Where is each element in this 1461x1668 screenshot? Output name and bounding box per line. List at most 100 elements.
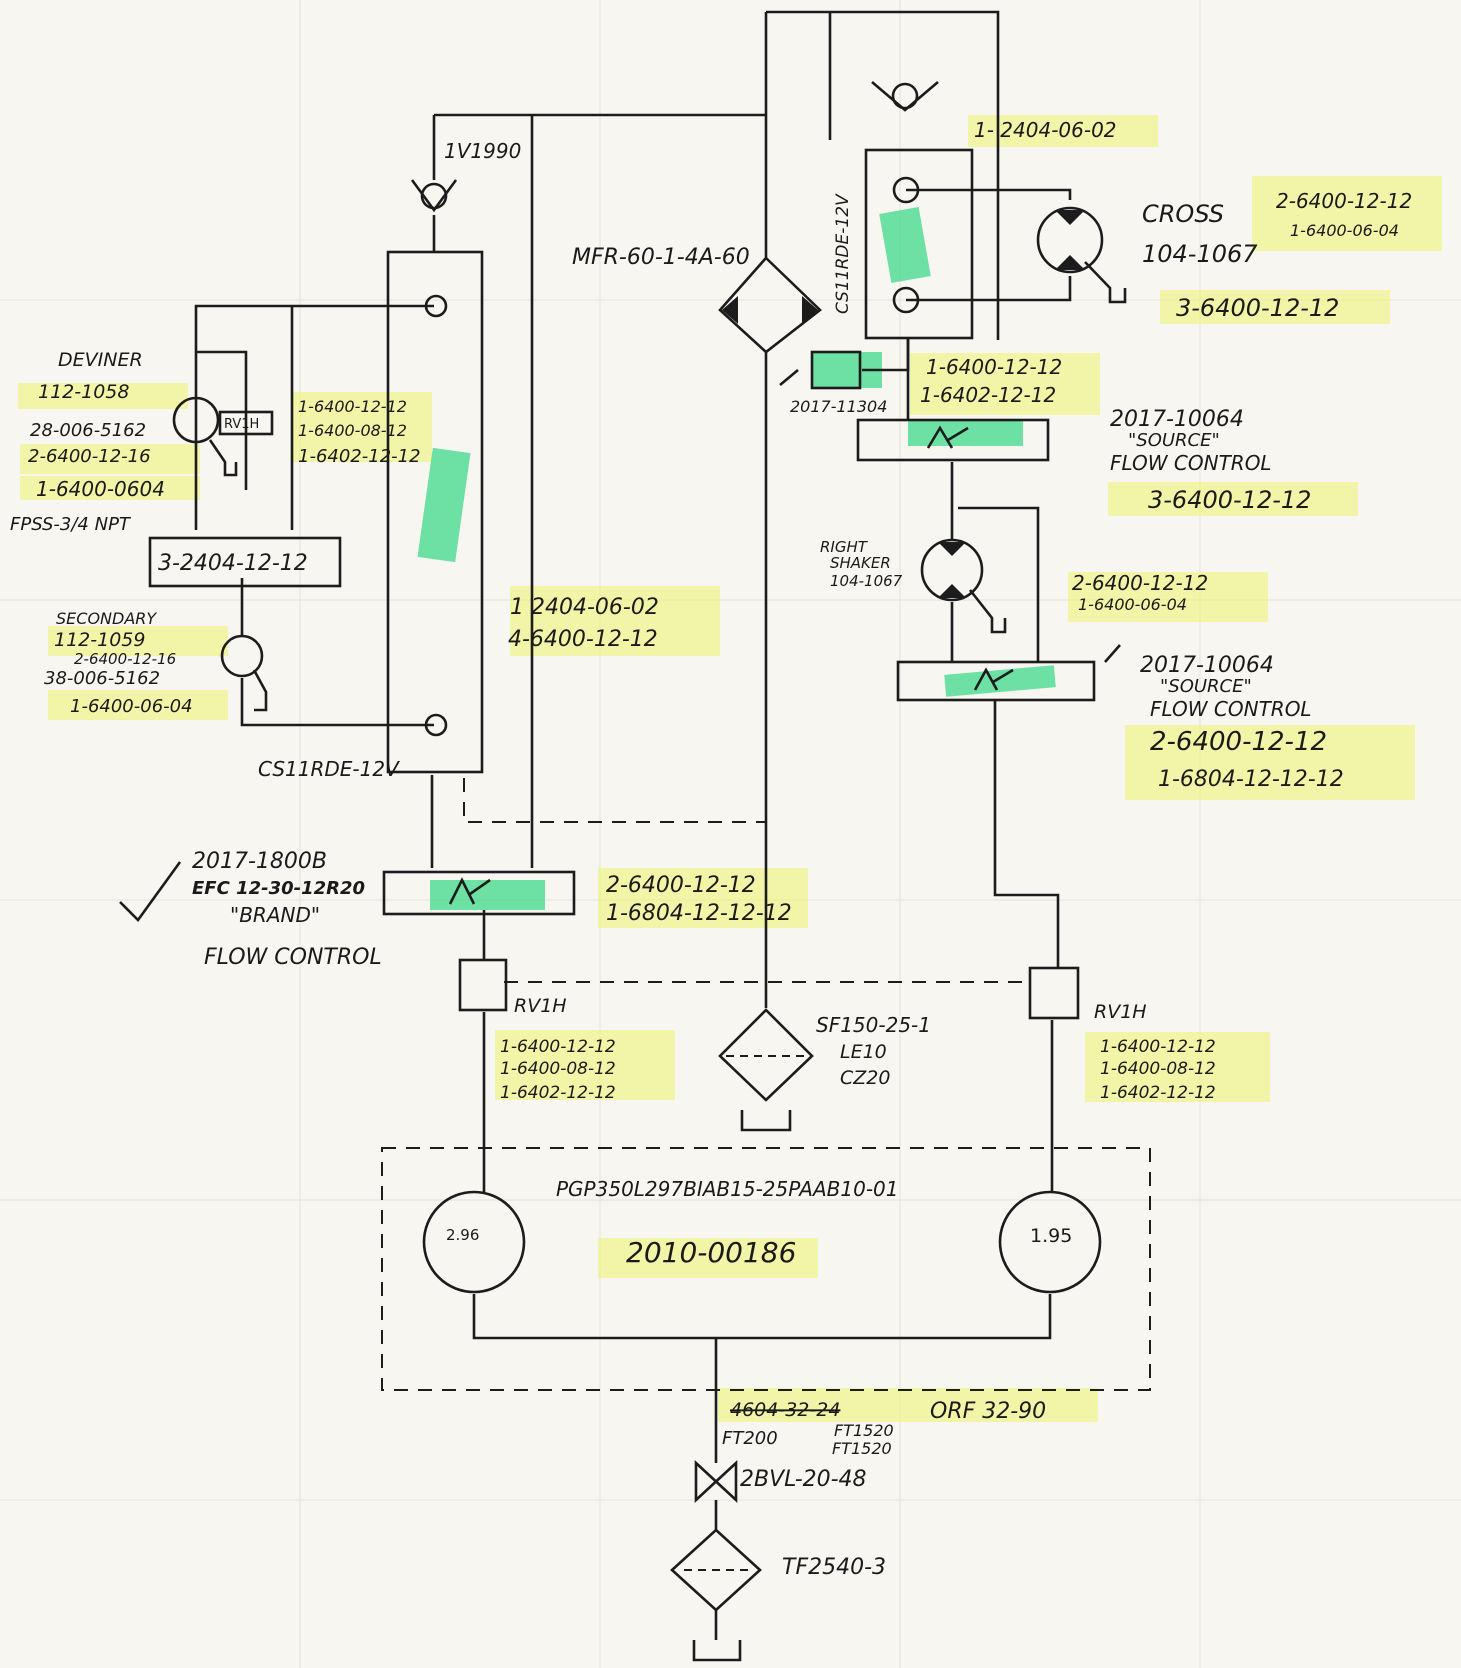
csi-top-label: CS11RDE-12V (833, 193, 853, 314)
rshaker-fit1: 2-6400-12-12 (1072, 571, 1208, 595)
cross-fit2: 1-6400-06-04 (1290, 221, 1399, 240)
check-valve-left-icon (410, 179, 458, 213)
fit-top-label: 1- 2404-06-02 (974, 118, 1117, 142)
rv1h-right-box (1028, 966, 1080, 1020)
manifold-block-3-2404 (148, 536, 342, 588)
rv1h-left-fit2: 1-6400-08-12 (500, 1059, 616, 1079)
pipe-lines (194, 10, 1072, 1640)
deviner-label: DEVINER (58, 349, 143, 371)
rv1h-right-fit2: 1-6400-08-12 (1100, 1059, 1216, 1079)
secondary-fit3: 1-6400-06-04 (70, 696, 193, 717)
tank-filter-icon (670, 1528, 762, 1662)
rshaker-2: SHAKER (830, 554, 891, 572)
deviner-part: 112-1058 (38, 381, 129, 403)
cross-fit1: 2-6400-12-12 (1276, 189, 1412, 213)
checkmark-icon (779, 369, 799, 386)
source2-q: "SOURCE" (1160, 676, 1252, 697)
rshaker-fit2: 1-6400-06-04 (1078, 595, 1187, 614)
source1-part: 2017-10064 (1110, 407, 1244, 432)
source1-fc: FLOW CONTROL (1110, 451, 1272, 475)
source1-fit: 3-6400-12-12 (1148, 486, 1311, 514)
cs11-top-block (864, 148, 974, 340)
secondary-relief-icon (220, 634, 268, 712)
left-fit1: 1-6400-12-12 (298, 397, 407, 416)
left-fit2: 1-6400-08-12 (298, 421, 407, 440)
ft3-label: FT1520 (832, 1439, 892, 1458)
drain-lines (381, 778, 1151, 1391)
cross-name: CROSS (1142, 200, 1224, 228)
source2-fc: FLOW CONTROL (1150, 697, 1312, 721)
pump-model: PGP350L297BIAB15-25PAAB10-01 (556, 1177, 899, 1201)
pump-left-icon (422, 1190, 526, 1294)
labels: 1V1990 MFR-60-1-4A-60 CS11RDE-12V 1- 240… (10, 118, 1412, 1580)
source2-fit2: 1-6804-12-12-12 (1158, 767, 1344, 792)
rv1h-left-label: RV1H (514, 995, 567, 1017)
rshaker-1: RIGHT (820, 538, 869, 556)
deviner-relief-icon (172, 396, 274, 477)
checkmark-icon (1104, 644, 1121, 663)
fit-tr2: 1-6402-12-12 (920, 383, 1056, 407)
checkmark-icon (119, 861, 182, 922)
rv1h-left-fit3: 1-6402-12-12 (500, 1083, 616, 1103)
block-mid-label: 3-2404-12-12 (158, 551, 308, 576)
fpss-label: FPSS-3/4 NPT (10, 514, 132, 535)
secondary-fit2: 38-006-5162 (44, 668, 160, 689)
pump-left-value: 2.96 (446, 1226, 479, 1244)
filter-mid-3: CZ20 (840, 1067, 890, 1089)
ball-valve-icon (694, 1460, 738, 1503)
mfr-valve-icon (718, 256, 822, 354)
rshaker-part: 104-1067 (830, 572, 903, 590)
orf-strike: 4604-32-24 (730, 1399, 840, 1421)
rv1h-right-fit3: 1-6402-12-12 (1100, 1083, 1216, 1103)
rv1h-right-label: RV1H (1094, 1001, 1147, 1023)
pump-boundary (381, 1147, 1151, 1391)
cs11-left-block (386, 250, 484, 774)
mid-fit1: 1 2404-06-02 (510, 595, 659, 620)
deviner-fit1: 28-006-5162 (30, 420, 146, 441)
brand-fc: FLOW CONTROL (204, 945, 382, 970)
rv1h-left-box (458, 958, 508, 1012)
right-shaker-motor-icon (920, 538, 1007, 634)
cross-motor-icon (1036, 206, 1127, 304)
mid-fit2: 4-6400-12-12 (508, 627, 658, 652)
secondary-fit1: 2-6400-12-16 (74, 650, 176, 668)
source2-fit1: 2-6400-12-12 (1150, 727, 1327, 757)
source1-q: "SOURCE" (1128, 430, 1220, 451)
brand-part: 2017-1800B (192, 849, 327, 874)
source2-part: 2017-10064 (1140, 653, 1274, 678)
pump-right-value: 1.95 (1030, 1225, 1072, 1247)
valve-11304 (810, 350, 862, 390)
highlights (18, 115, 1442, 1422)
tank-filter-label: TF2540-3 (782, 1555, 886, 1580)
filter-mid-2: LE10 (840, 1041, 887, 1063)
ft1-label: FT200 (722, 1428, 778, 1449)
center-filter-icon (718, 1008, 814, 1132)
secondary-part: 112-1059 (54, 629, 145, 651)
source-flow-control-2 (896, 660, 1096, 702)
brand-efc: EFC 12-30-12R20 (192, 878, 365, 899)
filter-mid-1: SF150-25-1 (816, 1013, 931, 1037)
source-flow-control-1 (856, 418, 1050, 462)
check-valve-left-label: 1V1990 (444, 139, 521, 163)
brand-flow-control (382, 870, 576, 916)
csi-left-label: CS11RDE-12V (258, 757, 400, 781)
fit-tr1: 1-6400-12-12 (926, 355, 1062, 379)
brand-fit2: 1-6804-12-12-12 (606, 901, 792, 926)
rv1h-left-fit1: 1-6400-12-12 (500, 1037, 616, 1057)
deviner-fit3: 1-6400-0604 (36, 477, 165, 501)
cross-part: 104-1067 (1142, 240, 1258, 268)
cross-fit3: 3-6400-12-12 (1176, 294, 1339, 322)
rv1h-small: RV1H (224, 417, 259, 432)
secondary-label: SECONDARY (56, 609, 157, 628)
pump-part: 2010-00186 (626, 1236, 796, 1269)
mfr-label: MFR-60-1-4A-60 (572, 245, 750, 270)
orf-label: ORF 32-90 (930, 1399, 1046, 1424)
brand-fit1: 2-6400-12-12 (606, 873, 756, 898)
valve-part-label: 2017-11304 (790, 397, 887, 416)
check-valve-top-icon (871, 81, 939, 112)
brand-q: "BRAND" (230, 903, 320, 927)
rv1h-right-fit1: 1-6400-12-12 (1100, 1037, 1216, 1057)
deviner-fit2: 2-6400-12-16 (28, 446, 151, 467)
